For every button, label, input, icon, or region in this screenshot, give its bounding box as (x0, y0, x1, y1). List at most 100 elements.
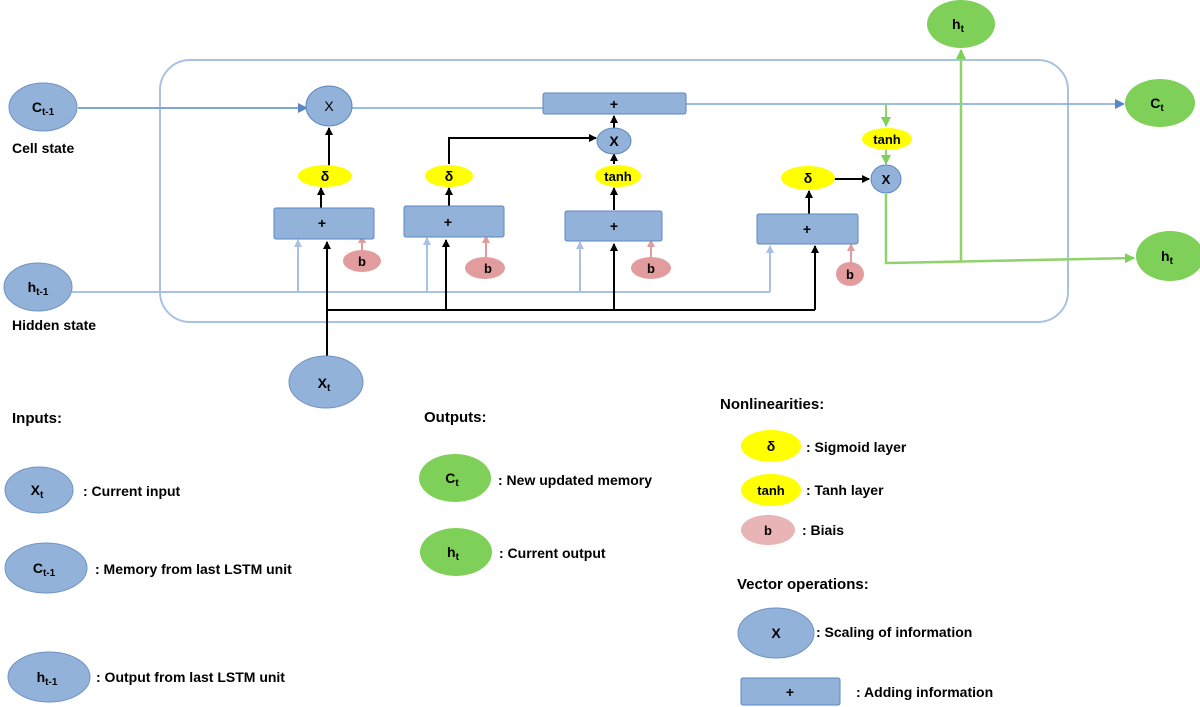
legend-output-c-sub: t (455, 478, 459, 489)
hidden-state-caption: Hidden state (12, 317, 96, 333)
legend-sigmoid-node (741, 430, 801, 462)
cell-state-output-sub: t (1160, 103, 1164, 114)
candidate-add-block (564, 210, 663, 242)
legend-bias-symbol: b (764, 523, 772, 538)
legend-input-c-sub: t-1 (43, 568, 56, 579)
legend-vector-title: Vector operations: (737, 576, 869, 593)
svg-text:ht: ht (952, 16, 965, 35)
output-add-block (756, 213, 859, 245)
legend-bias-desc: : Biais (802, 522, 844, 538)
input-bias (465, 257, 505, 279)
cell-state-input-node (8, 82, 78, 132)
output-add-label: + (803, 221, 811, 237)
cell-state-output-label: C (1150, 95, 1160, 111)
hidden-output-top-node (927, 0, 995, 48)
forget-sigmoid (298, 165, 352, 187)
cell-state-input-label: C (32, 99, 42, 115)
forget-add-block (273, 207, 375, 240)
input-sigmoid (425, 165, 473, 187)
forget-bias (343, 250, 381, 272)
input-sigmoid-label: δ (445, 168, 454, 184)
legend-output-c-node (419, 454, 491, 502)
legend-tanh-node (741, 474, 801, 506)
lstm-cell-frame (159, 59, 1069, 323)
hidden-output-top-label: h (952, 16, 961, 32)
output-bias-label: b (846, 267, 854, 282)
input-add-block (403, 205, 505, 238)
hidden-state-input-label: h (28, 279, 37, 295)
output-multiply-node (870, 164, 902, 194)
svg-text:Xt: Xt (31, 482, 44, 501)
svg-text:ht-1: ht-1 (28, 279, 49, 298)
legend-tanh-desc: : Tanh layer (806, 482, 884, 498)
svg-text:ht: ht (447, 544, 460, 563)
output-bias (836, 262, 864, 286)
hidden-output-right-sub: t (1170, 256, 1174, 267)
candidate-tanh-label: tanh (604, 169, 632, 184)
legend-multiply-desc: : Scaling of information (816, 624, 972, 640)
legend-input-c-desc: : Memory from last LSTM unit (95, 561, 292, 577)
legend-outputs-title: Outputs: (424, 409, 486, 426)
hidden-state-input-node (3, 262, 73, 312)
legend-bias-node (741, 515, 795, 545)
candidate-bias (631, 257, 671, 279)
svg-text:Ct-1: Ct-1 (33, 560, 56, 579)
legend-output-c-desc: : New updated memory (498, 472, 652, 488)
candidate-bias-label: b (647, 261, 655, 276)
legend-input-h-sub: t-1 (45, 677, 58, 688)
legend-tanh-symbol: tanh (757, 483, 785, 498)
legend-output-c-label: C (445, 470, 455, 486)
cell-state-output-node (1125, 79, 1195, 127)
legend-input-x-label: X (31, 482, 41, 498)
legend-inputs-title: Inputs: (12, 410, 62, 427)
forget-multiply-label: X (324, 98, 334, 114)
output-sigmoid (781, 166, 835, 190)
legend-output-h-label: h (447, 544, 456, 560)
hidden-output-top-sub: t (961, 24, 965, 35)
input-sigmoid-to-mult (448, 134, 597, 164)
x-input-sub: t (327, 383, 331, 394)
forget-sigmoid-label: δ (321, 168, 330, 184)
cell-state-input-sub: t-1 (42, 107, 55, 118)
legend-sigmoid-desc: : Sigmoid layer (806, 439, 907, 455)
svg-text:Ct-1: Ct-1 (32, 99, 55, 118)
forget-multiply-node (305, 85, 353, 127)
x-input-node (288, 355, 364, 409)
output-h-line (884, 194, 1135, 265)
legend-input-h-label: h (37, 669, 46, 685)
cell-add-label: + (610, 96, 618, 112)
legend-sigmoid-symbol: δ (767, 438, 776, 454)
legend-input-h-desc: : Output from last LSTM unit (96, 669, 285, 685)
legend-input-h-node (7, 651, 91, 703)
x-input-label: X (318, 375, 328, 391)
hidden-output-right-node (1136, 231, 1200, 281)
legend-output-h-sub: t (456, 552, 460, 563)
svg-text:Xt: Xt (318, 375, 331, 394)
cell-state-caption: Cell state (12, 140, 74, 156)
cell-tanh-label: tanh (873, 132, 901, 147)
candidate-tanh (595, 165, 641, 187)
input-add-label: + (444, 214, 452, 230)
legend-nonlin-title: Nonlinearities: (720, 396, 824, 413)
legend-input-c-label: C (33, 560, 43, 576)
cell-add-block (542, 92, 687, 115)
svg-text:ht: ht (1161, 248, 1174, 267)
legend-multiply-symbol: X (771, 625, 781, 641)
legend-multiply-node (737, 607, 815, 659)
input-multiply-node (596, 127, 632, 155)
legend-add-block (740, 677, 841, 706)
svg-text:Ct: Ct (445, 470, 459, 489)
output-sigmoid-label: δ (804, 170, 813, 186)
legend-output-h-desc: : Current output (499, 545, 606, 561)
output-multiply-label: X (882, 172, 891, 187)
legend-add-desc: : Adding information (856, 684, 993, 700)
hidden-state-input-sub: t-1 (36, 287, 49, 298)
forget-bias-label: b (358, 254, 366, 269)
legend-input-c-node (4, 542, 88, 594)
svg-text:ht-1: ht-1 (37, 669, 58, 688)
legend-output-h-node (420, 528, 492, 576)
legend-add-symbol: + (786, 684, 794, 700)
legend-input-x-node (4, 466, 74, 514)
forget-add-label: + (318, 215, 326, 231)
